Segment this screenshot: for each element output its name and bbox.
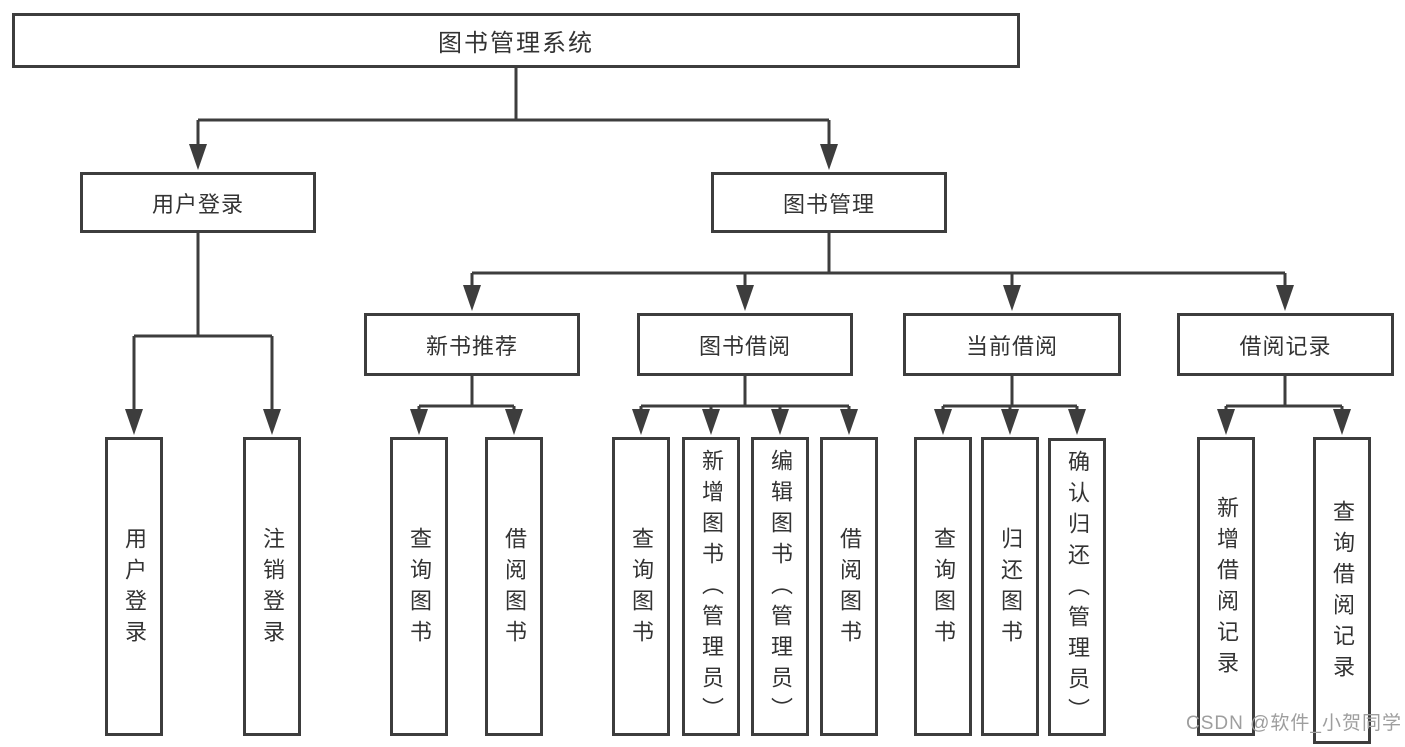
leaf-edit-book-admin: 编辑图书（管理员）: [751, 437, 809, 736]
leaf-add-borrow-record: 新增借阅记录: [1197, 437, 1255, 736]
leaf-query-borrow-record: 查询借阅记录: [1313, 437, 1371, 744]
arrow-icon: [189, 144, 207, 170]
arrow-icon: [736, 285, 754, 311]
arrow-icon: [1217, 409, 1235, 435]
leaf-borrow-book: 借阅图书: [820, 437, 878, 736]
leaf-borrow-book-recommend: 借阅图书: [485, 437, 543, 736]
node-library-system: 图书管理系统: [12, 13, 1020, 68]
leaf-query-book-borrowing: 查询图书: [612, 437, 670, 736]
connector-current-borrowing: [941, 376, 1079, 412]
arrow-icon: [125, 409, 143, 435]
leaf-return-book: 归还图书: [981, 437, 1039, 736]
leaf-add-book-admin: 新增图书（管理员）: [682, 437, 740, 736]
node-book-management: 图书管理: [711, 172, 947, 233]
arrow-icon: [410, 409, 428, 435]
arrow-icon: [505, 409, 523, 435]
arrow-icon: [934, 409, 952, 435]
node-new-book-recommend: 新书推荐: [364, 313, 580, 376]
arrow-icon: [463, 285, 481, 311]
node-borrowing-records: 借阅记录: [1177, 313, 1394, 376]
arrow-icon: [632, 409, 650, 435]
connector-book-management: [470, 233, 1287, 288]
arrow-icon: [1068, 409, 1086, 435]
leaf-logout: 注销登录: [243, 437, 301, 736]
leaf-query-book-current: 查询图书: [914, 437, 972, 736]
node-user-login: 用户登录: [80, 172, 316, 233]
arrow-icon: [702, 409, 720, 435]
arrow-icon: [1001, 409, 1019, 435]
connector-root: [196, 68, 831, 146]
connector-new-book-recommend: [417, 376, 516, 412]
csdn-watermark: CSDN @软件_小贺同学: [1186, 713, 1402, 734]
arrow-icon: [1333, 409, 1351, 435]
arrow-icon: [820, 144, 838, 170]
connector-user-login: [132, 233, 274, 412]
node-book-borrowing: 图书借阅: [637, 313, 853, 376]
connector-borrowing-records: [1224, 376, 1344, 412]
connector-book-borrowing: [639, 376, 851, 412]
arrow-icon: [771, 409, 789, 435]
arrow-icon: [1003, 285, 1021, 311]
arrow-icon: [840, 409, 858, 435]
arrow-icon: [263, 409, 281, 435]
leaf-query-book-recommend: 查询图书: [390, 437, 448, 736]
arrow-icon: [1276, 285, 1294, 311]
leaf-confirm-return-admin: 确认归还（管理员）: [1048, 438, 1106, 736]
leaf-user-login: 用户登录: [105, 437, 163, 736]
node-current-borrowing: 当前借阅: [903, 313, 1121, 376]
